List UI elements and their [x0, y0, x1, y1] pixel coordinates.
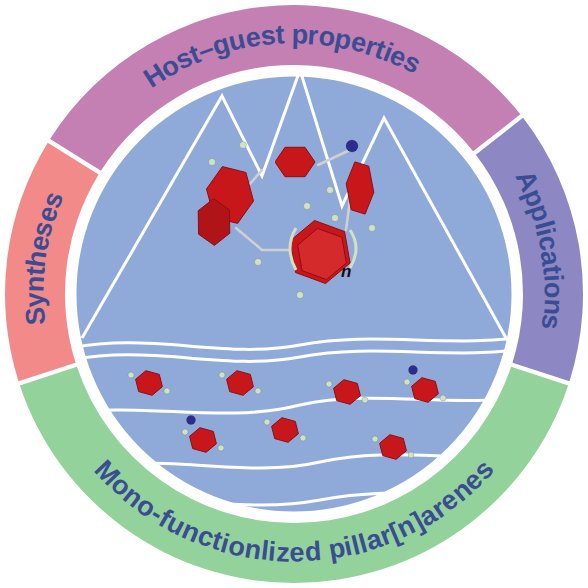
bond-line	[318, 150, 350, 165]
segment-band	[5, 143, 99, 381]
hydrogen-dot	[128, 372, 134, 378]
small-ring	[412, 378, 439, 403]
hydrogen-dot	[408, 452, 414, 458]
bond-line	[262, 249, 290, 252]
benzene-ring	[198, 199, 230, 246]
small-ring	[334, 380, 361, 405]
inner-disc-border	[75, 75, 513, 513]
segment-band	[50, 5, 520, 171]
hydrogen-dot	[440, 395, 446, 401]
benzene-ring	[346, 162, 374, 214]
hydrogen-dot	[297, 292, 304, 299]
hydrogen-dot	[209, 159, 216, 166]
hydrogen-dot	[369, 225, 376, 232]
hydrogen-dot	[255, 259, 262, 266]
hydrogen-dot	[332, 215, 339, 222]
molecule-art	[128, 140, 446, 459]
substituent-dot	[409, 366, 418, 375]
mountain-line	[82, 70, 506, 338]
small-ring	[227, 371, 254, 396]
hydrogen-dot	[404, 379, 410, 385]
hydrogen-dot	[182, 429, 188, 435]
hydrogen-dot	[240, 142, 247, 149]
repeat-bracket	[290, 228, 296, 270]
hydrogen-dot	[264, 419, 270, 425]
inner-disc	[75, 75, 513, 513]
repeat-index: n	[341, 262, 351, 282]
hydrogen-dot	[327, 187, 334, 194]
wave-line	[60, 490, 540, 505]
hydrogen-dot	[372, 436, 378, 442]
segment-band	[476, 118, 583, 381]
small-ring	[272, 418, 299, 443]
inner-rim	[70, 70, 518, 518]
substituent-dot	[187, 416, 196, 425]
hydrogen-dot	[219, 372, 225, 378]
bond-line	[236, 228, 262, 250]
wave-line	[60, 335, 540, 350]
small-ring	[136, 371, 163, 396]
wave-line	[60, 395, 540, 415]
hydrogen-dot	[255, 388, 261, 394]
hydrogen-dot	[300, 435, 306, 441]
hydrogen-dot	[304, 203, 311, 210]
hydrogen-dot	[362, 397, 368, 403]
substituent-dot	[346, 140, 358, 152]
hydrogen-dot	[164, 388, 170, 394]
small-ring	[190, 428, 217, 453]
hydrogen-dot	[218, 445, 224, 451]
benzene-ring	[298, 228, 347, 279]
benzene-ring	[275, 147, 315, 176]
wave-line	[60, 347, 540, 362]
hydrogen-dot	[326, 381, 332, 387]
segment-band	[20, 367, 568, 583]
wave-line	[60, 452, 540, 470]
scenery	[60, 70, 540, 505]
small-ring	[380, 435, 407, 460]
